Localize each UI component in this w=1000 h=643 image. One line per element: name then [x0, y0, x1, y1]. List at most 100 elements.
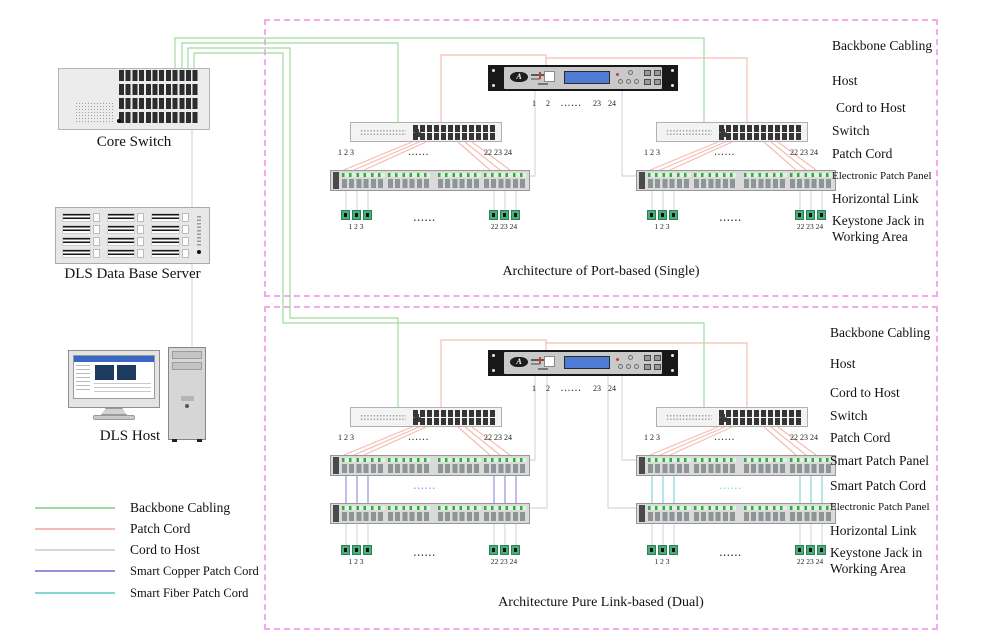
- drive-stripes: [151, 249, 180, 258]
- port-group: [744, 458, 787, 473]
- port-block: [644, 355, 651, 361]
- port-block: [644, 79, 651, 85]
- keystone-jack-icon: [510, 210, 520, 220]
- brand-text: [531, 359, 544, 361]
- webpage-image-tile: [117, 365, 136, 380]
- drive-stripes: [62, 237, 91, 246]
- port-groups: [342, 458, 529, 473]
- drive-stripes: [62, 213, 91, 222]
- ellipsis-fiber: ......: [719, 481, 743, 491]
- port-group: [438, 173, 481, 188]
- vent-grille-icon: [666, 414, 712, 421]
- keystone-jack-icon: [794, 545, 804, 555]
- port-row: [413, 133, 497, 140]
- port-groups: [648, 506, 835, 521]
- legend-label: Smart Fiber Patch Cord: [130, 585, 249, 600]
- port-group: [387, 173, 430, 188]
- host-monitor: [68, 350, 160, 408]
- uplink-port: [544, 356, 555, 367]
- port-row: [119, 70, 199, 81]
- port-row: [119, 84, 199, 95]
- port-group: [438, 458, 481, 473]
- keystone-jack-icon: [816, 545, 826, 555]
- db-server-label: DLS Data Base Server: [64, 266, 201, 282]
- keystone-jack-icon: [340, 545, 350, 555]
- control-button: [626, 364, 631, 369]
- keystone-jack-icon: [488, 210, 498, 220]
- port-group: [438, 506, 481, 521]
- status-led-icon: [539, 72, 541, 79]
- drive-bay: [106, 225, 145, 234]
- legend-item: Patch Cord: [35, 521, 190, 537]
- drive-latch: [92, 225, 100, 234]
- ellipsis-copper: ......: [413, 481, 437, 491]
- screw-icon: [492, 69, 495, 72]
- vent-grille-icon: [75, 102, 113, 122]
- screw-icon: [671, 84, 674, 87]
- keystone-jack-icon: [805, 545, 815, 555]
- control-button: [634, 364, 639, 369]
- screw-icon: [492, 369, 495, 372]
- drive-bay: [62, 237, 100, 246]
- drive-latch: [137, 225, 145, 234]
- keystone-jack-icon: [668, 210, 678, 220]
- port-group: [387, 458, 430, 473]
- port-group: [342, 173, 385, 188]
- lcd-screen: [564, 71, 610, 84]
- tower-logo: [180, 396, 194, 401]
- port-group: [693, 458, 736, 473]
- webpage-image-tile: [95, 365, 114, 380]
- drive-latch: [137, 249, 145, 258]
- control-button: [626, 79, 631, 84]
- keystone-jack-icon: [499, 210, 509, 220]
- brand-logo-icon: A: [510, 357, 528, 367]
- control-button: [628, 70, 633, 75]
- drive-bay: [151, 225, 189, 234]
- smart-fiber-line-swatch: [35, 592, 115, 594]
- drive-bay: [62, 225, 100, 234]
- panel-label-cap: [639, 505, 645, 522]
- drive-bay: [62, 213, 100, 222]
- ellipsis: ......: [719, 213, 743, 223]
- port-row: [119, 112, 199, 123]
- keystone-jack-icon: [646, 210, 656, 220]
- keystone-jack-icon: [362, 210, 372, 220]
- model-text: [538, 368, 548, 370]
- panel-label-cap: [333, 505, 339, 522]
- alarm-led-icon: [616, 358, 619, 361]
- keystone-jack-group: 1 2 3: [339, 545, 373, 566]
- panel-port-numbers: 1 2 3......22 23 24: [338, 433, 512, 442]
- keystone-jack-icon: [362, 545, 372, 555]
- screw-icon: [671, 369, 674, 372]
- dual-architecture-title: Architecture Pure Link-based (Dual): [498, 595, 704, 610]
- panel-label-cap: [639, 457, 645, 474]
- host-front-panel: A: [504, 67, 662, 89]
- ellipsis: ......: [719, 548, 743, 558]
- port-groups: [648, 173, 835, 188]
- screw-icon: [492, 84, 495, 87]
- dls-host-label: DLS Host: [99, 428, 161, 444]
- keystone-jack-icon: [351, 545, 361, 555]
- drive-bay: [151, 249, 189, 258]
- drive-stripes: [151, 213, 180, 222]
- core-switch-port-rows: [119, 70, 199, 126]
- ellipsis: ......: [413, 548, 437, 558]
- port-row: [719, 410, 803, 417]
- keystone-jack-icon: [510, 545, 520, 555]
- keystone-jack-icon: [657, 545, 667, 555]
- switch-device: [656, 122, 808, 142]
- single-architecture-title: Architecture of Port-based (Single): [502, 264, 700, 279]
- smart-copper-line-swatch: [35, 570, 115, 572]
- browser-header-bar: [74, 356, 154, 362]
- brand-logo-icon: A: [510, 72, 528, 82]
- legend-item: Smart Copper Patch Cord: [35, 563, 259, 579]
- keystone-jack-group: 22 23 24: [487, 545, 521, 566]
- drive-stripes: [106, 249, 136, 258]
- port-group: [342, 506, 385, 521]
- keystone-jack-group: 22 23 24: [793, 545, 827, 566]
- drive-stripes: [106, 213, 136, 222]
- port-row: [719, 418, 803, 425]
- electronic-patch-panel: [330, 503, 530, 524]
